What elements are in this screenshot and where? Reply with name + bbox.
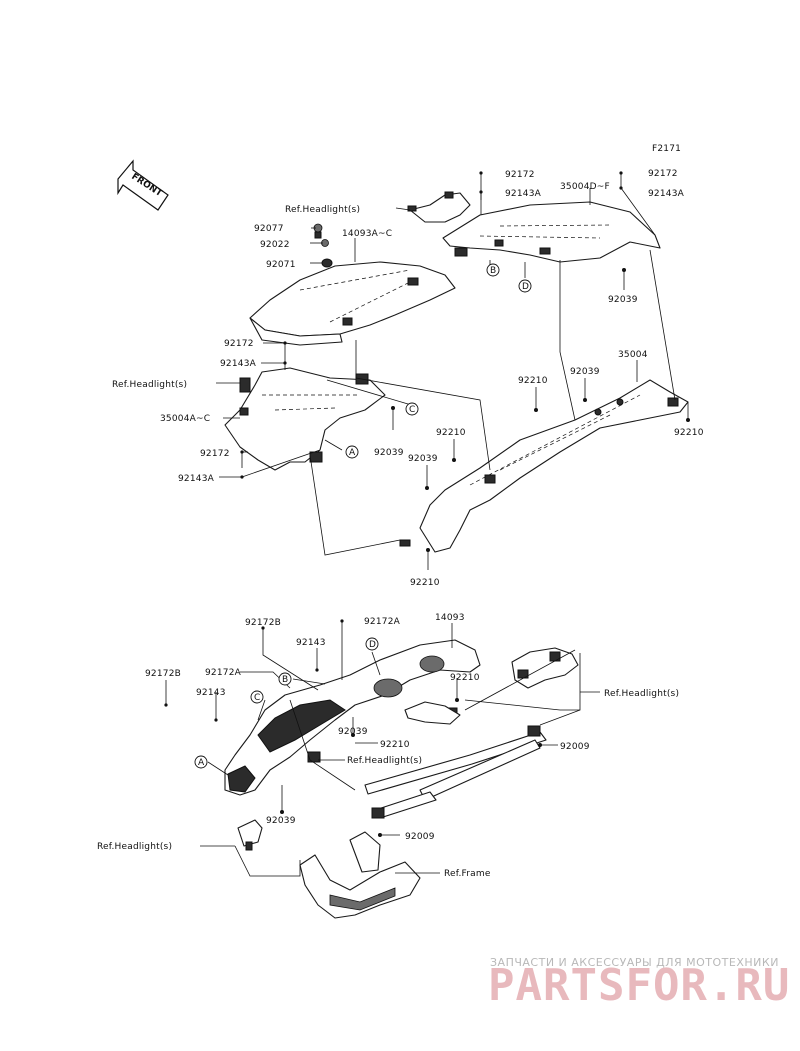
callout-c: C <box>405 402 419 416</box>
svg-text:D: D <box>522 282 529 292</box>
callout-d: D <box>365 637 379 651</box>
label-92172: 92172 <box>648 169 678 179</box>
callout-d: D <box>518 279 532 293</box>
label-92210: 92210 <box>518 376 548 386</box>
callout-b: B <box>486 263 500 277</box>
fastener-dots <box>164 171 690 837</box>
label-92143: 92143 <box>196 688 226 698</box>
svg-text:B: B <box>490 266 496 276</box>
label-92143a: 92143A <box>178 474 215 484</box>
label-92039: 92039 <box>608 295 638 305</box>
frame-part <box>299 831 421 919</box>
label-92143a: 92143A <box>220 359 257 369</box>
cover-14093a-c <box>249 261 456 346</box>
leader-lines-lower <box>165 621 600 877</box>
svg-text:C: C <box>409 405 415 415</box>
label-92022: 92022 <box>260 240 290 250</box>
label-35004: 35004 <box>618 350 648 360</box>
front-arrow-icon: FRONT <box>117 159 169 211</box>
label-35004a-c: 35004A~C <box>160 414 210 424</box>
svg-text:B: B <box>282 675 288 685</box>
label-14093a-c: 14093A~C <box>342 229 392 239</box>
label-92172a: 92172A <box>364 617 401 627</box>
label-ref-frame: Ref.Frame <box>444 869 491 879</box>
label-92009: 92009 <box>405 832 435 842</box>
svg-text:C: C <box>254 693 260 703</box>
label-92039: 92039 <box>338 727 368 737</box>
label-92210: 92210 <box>450 673 480 683</box>
callout-b: B <box>278 672 292 686</box>
label-ref-headlight: Ref.Headlight(s) <box>604 689 679 699</box>
label-ref-headlight: Ref.Headlight(s) <box>97 842 172 852</box>
label-92210: 92210 <box>380 740 410 750</box>
fastener-92077-icon <box>313 223 323 239</box>
label-92071: 92071 <box>266 260 296 270</box>
watermark-tagline: ЗАПЧАСТИ И АКСЕССУАРЫ ДЛЯ МОТОТЕХНИКИ <box>490 956 779 969</box>
figure-code: F2171 <box>652 144 681 154</box>
label-92077: 92077 <box>254 224 284 234</box>
label-ref-headlight: Ref.Headlight(s) <box>112 380 187 390</box>
bracket-top <box>407 191 471 223</box>
label-92172: 92172 <box>505 170 535 180</box>
label-92039: 92039 <box>570 367 600 377</box>
label-92143a: 92143A <box>648 189 685 199</box>
leader-lines-upper <box>216 173 689 570</box>
bracket-small <box>404 701 461 725</box>
cover-35004d-f <box>442 201 661 263</box>
label-92172: 92172 <box>224 339 254 349</box>
label-92039: 92039 <box>374 448 404 458</box>
callout-c: C <box>250 690 264 704</box>
label-92172b: 92172B <box>145 669 181 679</box>
label-92172a: 92172A <box>205 668 242 678</box>
label-92172: 92172 <box>200 449 230 459</box>
fastener-92071-icon <box>321 258 333 268</box>
cover-14093 <box>224 639 481 796</box>
label-35004d-f: 35004D~F <box>560 182 610 192</box>
headlight-bracket-right <box>511 647 579 689</box>
label-92039: 92039 <box>266 816 296 826</box>
label-ref-headlight: Ref.Headlight(s) <box>285 205 360 215</box>
label-92210: 92210 <box>436 428 466 438</box>
label-92143: 92143 <box>296 638 326 648</box>
svg-text:D: D <box>369 640 376 650</box>
label-ref-headlight: Ref.Headlight(s) <box>347 756 422 766</box>
label-92210: 92210 <box>410 578 440 588</box>
label-92210: 92210 <box>674 428 704 438</box>
stay-rod <box>364 725 547 819</box>
watermark-brand: PARTSFOR.RU <box>488 960 790 1011</box>
label-92172b: 92172B <box>245 618 281 628</box>
label-92143a: 92143A <box>505 189 542 199</box>
label-92039: 92039 <box>408 454 438 464</box>
callout-a: A <box>194 755 208 769</box>
label-92009: 92009 <box>560 742 590 752</box>
headlight-bracket-small <box>237 819 263 851</box>
label-14093: 14093 <box>435 613 465 623</box>
svg-text:A: A <box>198 758 205 768</box>
frame-35004 <box>399 379 689 553</box>
cover-35004a-c <box>224 367 386 471</box>
callout-a: A <box>345 445 359 459</box>
svg-text:A: A <box>349 448 356 458</box>
